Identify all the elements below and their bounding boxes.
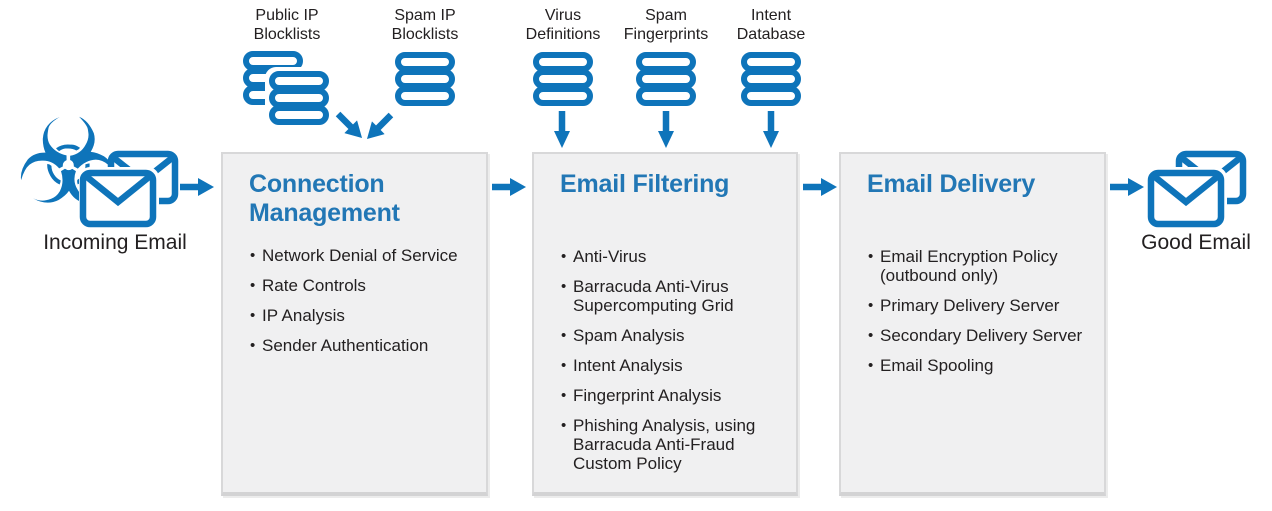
- down-arrow-icon: [763, 111, 779, 149]
- flow-arrow-icon: [180, 178, 214, 196]
- database-stack-double-icon: [242, 50, 334, 129]
- stage-item: Spam Analysis: [560, 326, 778, 345]
- stage-item: Secondary Delivery Server: [867, 326, 1086, 345]
- stage-item: Network Denial of Service: [249, 246, 468, 265]
- database-stack-icon: [740, 51, 802, 108]
- source-label-virus-definitions: Virus Definitions: [525, 7, 601, 43]
- stage-item: Phishing Analysis, using Barracuda Anti-…: [560, 416, 778, 473]
- database-stack-icon: [532, 51, 594, 108]
- stage-item: IP Analysis: [249, 306, 468, 325]
- stage-box-email-delivery: Email Delivery Email Encryption Policy (…: [839, 152, 1106, 496]
- flow-arrow-icon: [803, 178, 837, 196]
- stage-item-list: Email Encryption Policy (outbound only) …: [841, 247, 1104, 375]
- source-label-intent-database: Intent Database: [736, 7, 806, 43]
- database-stack-icon: [635, 51, 697, 108]
- stage-item: Intent Analysis: [560, 356, 778, 375]
- flow-arrow-icon: [492, 178, 526, 196]
- stage-item: Sender Authentication: [249, 336, 468, 355]
- flow-arrow-icon: [1110, 178, 1144, 196]
- good-email-label: Good Email: [1141, 231, 1251, 254]
- stage-title: Connection Management: [249, 170, 400, 227]
- incoming-email-icon: [78, 150, 180, 228]
- good-email-icon: [1146, 150, 1248, 228]
- stage-item-list: Network Denial of Service Rate Controls …: [223, 246, 486, 355]
- source-label-public-ip-blocklists: Public IP Blocklists: [253, 7, 321, 43]
- database-stack-icon: [394, 51, 456, 108]
- stage-box-connection-management: Connection Management Network Denial of …: [221, 152, 488, 496]
- stage-item: Primary Delivery Server: [867, 296, 1086, 315]
- diagonal-arrow-icon: [361, 109, 398, 146]
- stage-title: Email Filtering: [560, 170, 730, 198]
- stage-item: Barracuda Anti-Virus Supercomputing Grid: [560, 277, 778, 315]
- stage-item-list: Anti-Virus Barracuda Anti-Virus Supercom…: [534, 247, 796, 473]
- stage-item: Anti-Virus: [560, 247, 778, 266]
- down-arrow-icon: [554, 111, 570, 149]
- source-label-spam-ip-blocklists: Spam IP Blocklists: [391, 7, 459, 43]
- stage-item: Fingerprint Analysis: [560, 386, 778, 405]
- stage-item: Rate Controls: [249, 276, 468, 295]
- stage-item: Email Spooling: [867, 356, 1086, 375]
- stage-item: Email Encryption Policy (outbound only): [867, 247, 1086, 285]
- stage-box-email-filtering: Email Filtering Anti-Virus Barracuda Ant…: [532, 152, 798, 496]
- incoming-email-label: Incoming Email: [43, 231, 187, 254]
- stage-title: Email Delivery: [867, 170, 1036, 198]
- down-arrow-icon: [658, 111, 674, 149]
- diagonal-arrow-icon: [332, 108, 369, 145]
- source-label-spam-fingerprints: Spam Fingerprints: [623, 7, 709, 43]
